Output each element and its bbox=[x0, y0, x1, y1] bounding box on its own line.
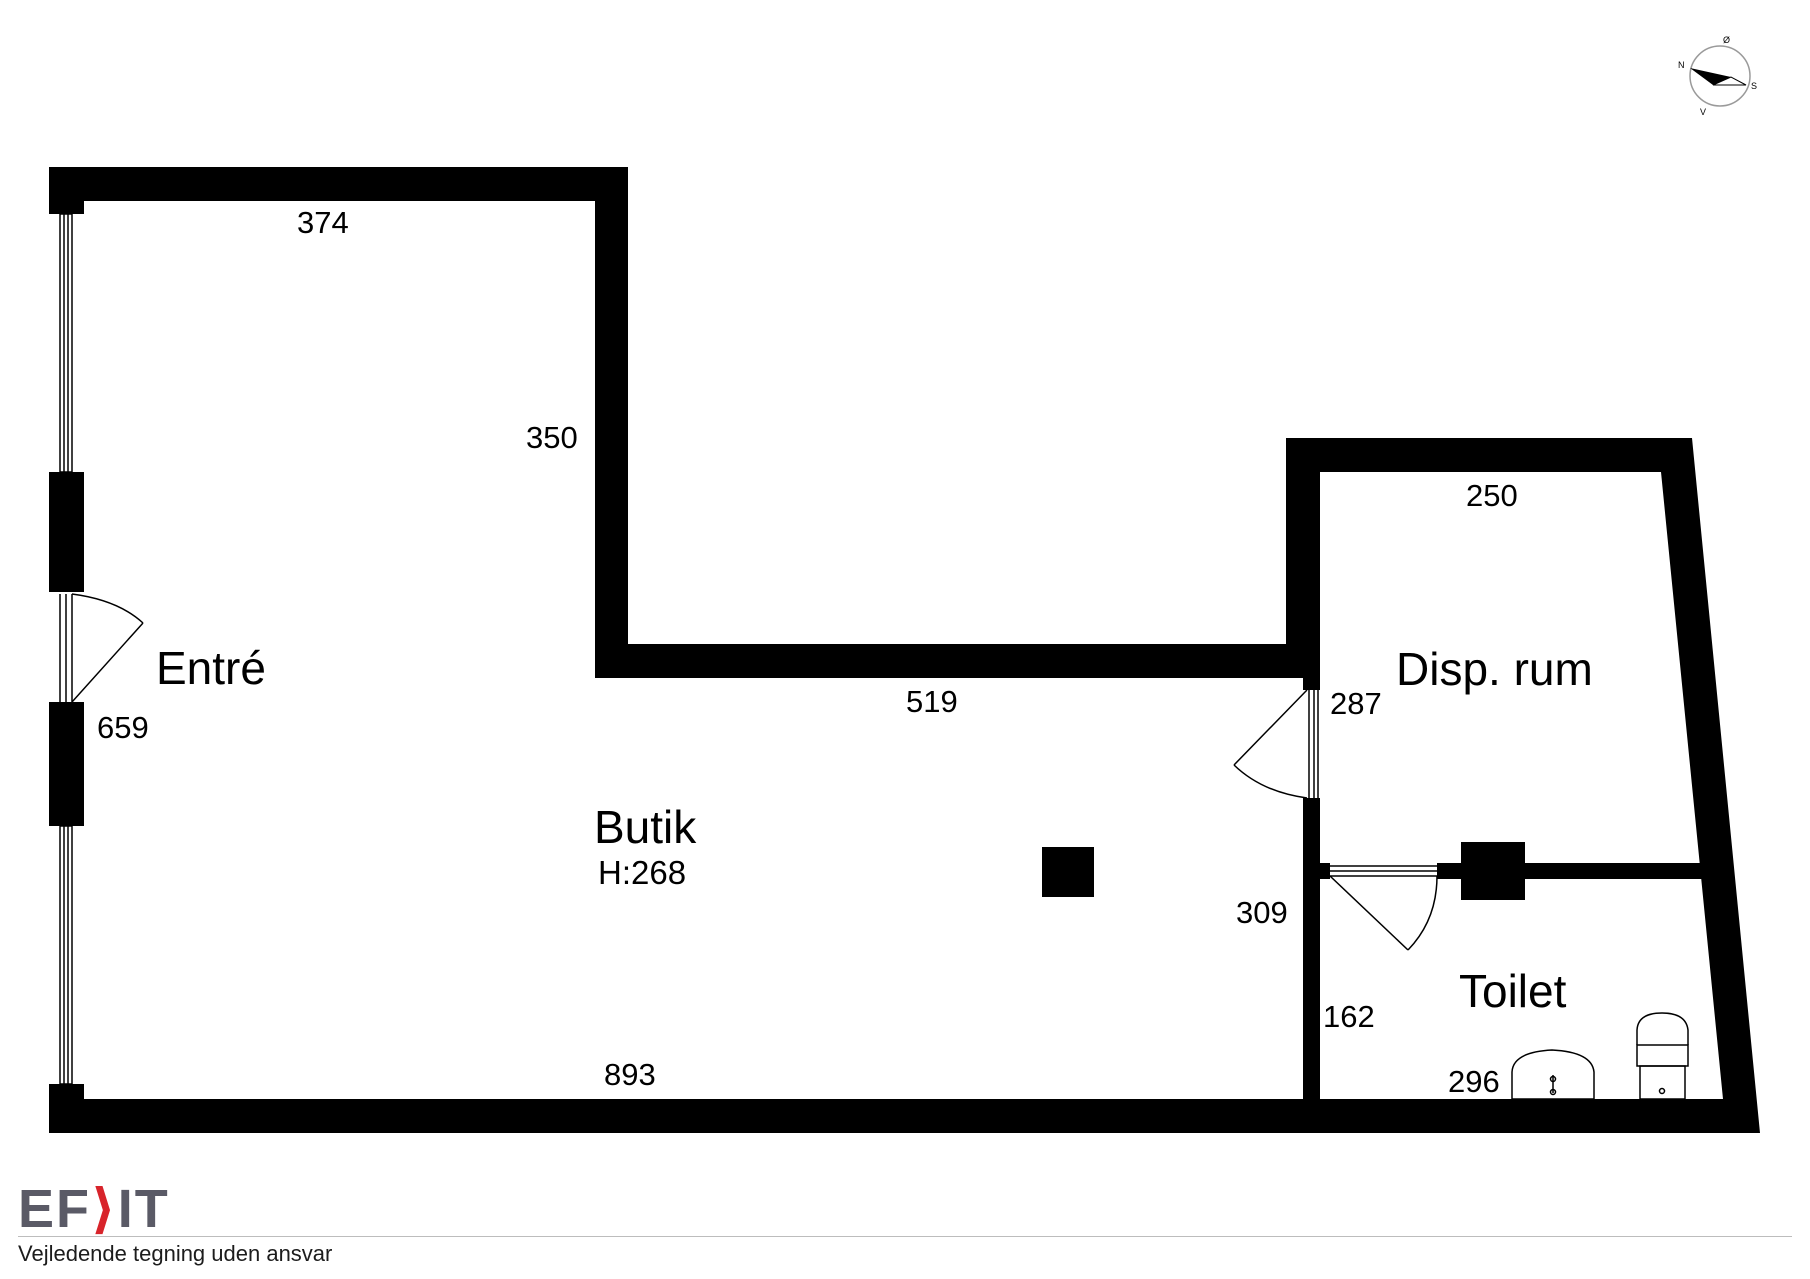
disp-rum-door[interactable] bbox=[1233, 689, 1319, 799]
room-label-entre: Entré bbox=[156, 642, 266, 694]
entrance-piers bbox=[49, 472, 84, 826]
room-label-toilet: Toilet bbox=[1459, 965, 1567, 1017]
dimension-butik-right: 309 bbox=[1236, 895, 1288, 930]
window-upper bbox=[59, 213, 73, 473]
door-gap-entrance bbox=[44, 592, 94, 702]
main-outer-wall bbox=[49, 167, 1760, 1133]
fixtures bbox=[1511, 1012, 1689, 1100]
walls bbox=[44, 167, 1760, 1133]
dimension-entre-top: 374 bbox=[297, 205, 349, 240]
room-height-butik: H:268 bbox=[598, 854, 686, 891]
logo-mark-icon: ⟩ bbox=[91, 1179, 118, 1239]
toilet-icon bbox=[1636, 1012, 1689, 1100]
window-gap-bottom bbox=[44, 826, 94, 1084]
footer-divider bbox=[18, 1236, 1792, 1237]
sink-icon bbox=[1511, 1049, 1595, 1100]
logo-text-right: IT bbox=[117, 1179, 170, 1239]
logo-text-left: EF bbox=[18, 1179, 92, 1239]
dimension-toilet-bottom: 296 bbox=[1448, 1064, 1500, 1099]
column-toilet-wall bbox=[1461, 842, 1525, 900]
compass-o-label: Ø bbox=[1723, 35, 1730, 45]
window-gap-top bbox=[44, 214, 94, 472]
entrance-door[interactable] bbox=[59, 593, 144, 703]
room-label-disp-rum: Disp. rum bbox=[1396, 643, 1593, 695]
windows bbox=[59, 213, 73, 1085]
room-label-butik: Butik bbox=[594, 801, 697, 853]
window-lower bbox=[59, 825, 73, 1085]
dimension-entre-left: 659 bbox=[97, 710, 149, 745]
dimension-disp-top: 250 bbox=[1466, 478, 1518, 513]
dimension-butik-bottom: 893 bbox=[604, 1057, 656, 1092]
toilet-wall-left bbox=[1320, 863, 1330, 879]
compass-n-label: N bbox=[1678, 60, 1685, 70]
disclaimer-text: Vejledende tegning uden ansvar bbox=[18, 1241, 333, 1266]
dimension-butik-top: 519 bbox=[906, 684, 958, 719]
company-logo: EF⟩IT bbox=[18, 1182, 170, 1236]
dimension-disp-door: 287 bbox=[1330, 686, 1382, 721]
toilet-door[interactable] bbox=[1329, 865, 1438, 951]
dimension-entre-right: 350 bbox=[526, 420, 578, 455]
dimension-toilet-left: 162 bbox=[1323, 999, 1375, 1034]
compass-s-label: S bbox=[1751, 81, 1757, 91]
doors bbox=[59, 593, 1438, 951]
partition-wall-lower bbox=[1303, 798, 1320, 1099]
compass-v-label: V bbox=[1700, 107, 1706, 117]
column-butik bbox=[1042, 847, 1094, 897]
compass-needle-icon bbox=[1690, 68, 1731, 85]
compass-rose: N Ø S V bbox=[1678, 35, 1757, 117]
partition-wall-upper bbox=[1303, 678, 1320, 690]
